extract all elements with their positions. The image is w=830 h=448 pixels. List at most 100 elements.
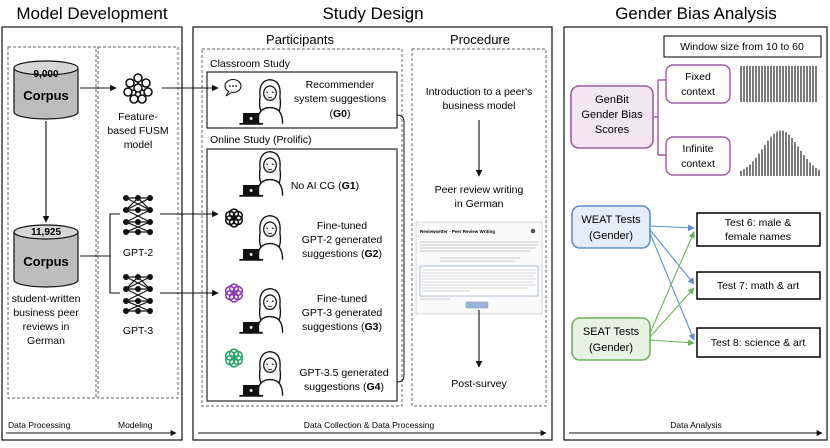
svg-text:Peer review writing: Peer review writing — [435, 184, 524, 196]
g4-label: GPT-3.5 generated suggestions (G4) — [299, 367, 388, 393]
openai-logo-purple-icon — [224, 283, 244, 303]
svg-text:German: German — [27, 335, 65, 347]
g0-code: G0 — [333, 108, 347, 120]
seat-tests-label: SEAT Tests (Gender) — [583, 326, 640, 354]
openai-logo-green-icon — [224, 348, 244, 368]
g1-label: No AI CG (G1) — [291, 180, 359, 192]
fixed-context-box — [665, 64, 731, 104]
svg-text:Fine-tuned: Fine-tuned — [317, 220, 367, 232]
g3-code: G3 — [364, 321, 378, 333]
svg-text:Test 6: male &: Test 6: male & — [725, 217, 792, 229]
svg-text:WEAT Tests: WEAT Tests — [581, 214, 641, 226]
test7-label: Test 7: math & art — [717, 280, 799, 292]
svg-text:(G0): (G0) — [329, 108, 350, 120]
svg-text:GPT-3.5 generated: GPT-3.5 generated — [299, 367, 388, 379]
g4-code: G4 — [366, 381, 380, 393]
gpt3-label: GPT-3 — [123, 325, 154, 337]
gpt2-network-icon — [122, 194, 154, 236]
data-processing-zone — [7, 46, 97, 399]
section-title-study-design: Study Design — [322, 4, 423, 23]
online-study-box — [206, 148, 398, 402]
participants-zone — [201, 48, 403, 407]
section-title-model-development: Model Development — [16, 4, 167, 23]
svg-text:Gender Bias: Gender Bias — [581, 109, 643, 121]
person-at-laptop-icon — [238, 350, 284, 397]
genbit-label: GenBit Gender Bias Scores — [581, 94, 643, 136]
svg-text:Feature-: Feature- — [118, 111, 158, 123]
svg-text:suggestions (G3): suggestions (G3) — [302, 321, 382, 333]
gender-bias-panel — [563, 26, 828, 441]
arrow-corpus-to-gpt-models — [80, 213, 120, 294]
svg-text:in German: in German — [454, 198, 503, 210]
g1-code: G1 — [342, 180, 356, 192]
svg-text:suggestions (G4): suggestions (G4) — [304, 381, 384, 393]
fixed-context-window-bars — [740, 66, 817, 102]
svg-text:reviews in: reviews in — [23, 321, 70, 333]
procedure-review-writing: Peer review writing in German — [435, 184, 524, 210]
weat-tests-label: WEAT Tests (Gender) — [581, 214, 641, 242]
infinite-context-window-bars — [740, 130, 820, 176]
corpus-11925-label: Corpus — [23, 254, 69, 269]
svg-text:based FUSM: based FUSM — [107, 125, 168, 137]
review-interface-thumbnail: Reviewsetter - Peer Review Writing — [415, 221, 543, 315]
test6-box — [696, 212, 821, 247]
svg-text:(Gender): (Gender) — [589, 230, 633, 242]
gpt2-label: GPT-2 — [123, 247, 154, 259]
weat-connector-arrows — [649, 224, 695, 341]
brain-network-icon — [123, 73, 153, 104]
online-study-title: Online Study (Prolific) — [210, 134, 312, 146]
fixed-context-label: Fixed context — [681, 71, 715, 98]
svg-text:Introduction to a peer's: Introduction to a peer's — [426, 86, 533, 98]
window-size-label: Window size from 10 to 60 — [680, 41, 804, 53]
participants-header: Participants — [266, 32, 334, 47]
svg-text:GPT-3 generated: GPT-3 generated — [302, 307, 383, 319]
procedure-header: Procedure — [450, 32, 510, 47]
procedure-intro: Introduction to a peer's business model — [426, 86, 533, 112]
fusm-label: Feature- based FUSM model — [107, 111, 168, 151]
classroom-study-title: Classroom Study — [210, 58, 291, 70]
procedure-post-survey: Post-survey — [451, 378, 507, 390]
svg-text:SEAT Tests: SEAT Tests — [583, 326, 640, 338]
bracket-classroom-to-procedure — [396, 114, 405, 230]
svg-text:GPT-2 generated: GPT-2 generated — [302, 234, 383, 246]
footer-data-processing: Data Processing — [8, 420, 71, 430]
seat-connector-arrows — [649, 231, 695, 346]
svg-text:business peer: business peer — [13, 307, 79, 319]
footer-data-analysis: Data Analysis — [670, 420, 722, 430]
corpus-9000-cylinder: 9,000 Corpus — [13, 60, 79, 120]
svg-text:female names: female names — [725, 231, 791, 243]
svg-text:suggestions (G2): suggestions (G2) — [302, 248, 382, 260]
infinite-context-label: Infinite context — [681, 143, 715, 170]
gpt3-network-icon — [122, 273, 154, 315]
modeling-zone — [97, 46, 179, 399]
test6-label: Test 6: male & female names — [725, 217, 792, 243]
corpus-description: student-written business peer reviews in… — [12, 293, 81, 347]
corpus-9000-label: Corpus — [23, 88, 69, 103]
svg-text:context: context — [681, 158, 715, 170]
classroom-study-box — [206, 71, 398, 129]
g0-label: Recommender system suggestions (G0) — [294, 79, 386, 120]
svg-text:Infinite: Infinite — [683, 143, 714, 155]
weat-tests-box — [571, 205, 651, 249]
corpus-11925-count: 11,925 — [31, 227, 61, 238]
test7-box — [696, 271, 821, 300]
corpus-11925-cylinder: 11,925 Corpus — [13, 224, 79, 288]
infinite-context-box — [665, 136, 731, 176]
g2-code: G2 — [364, 248, 378, 260]
svg-text:context: context — [681, 86, 715, 98]
svg-text:GenBit: GenBit — [595, 94, 629, 106]
svg-text:system suggestions: system suggestions — [294, 93, 386, 105]
svg-text:business model: business model — [443, 100, 516, 112]
person-at-laptop-icon — [238, 214, 284, 261]
g3-label: Fine-tuned GPT-3 generated suggestions (… — [302, 293, 383, 333]
study-design-panel — [192, 26, 553, 441]
person-at-laptop-icon — [238, 287, 284, 334]
footer-data-collection: Data Collection & Data Processing — [304, 420, 435, 430]
genbit-bracket — [653, 80, 659, 155]
openai-logo-icon — [224, 208, 244, 228]
person-at-laptop-icon — [238, 150, 284, 197]
test8-label: Test 8: science & art — [711, 337, 806, 349]
svg-text:model: model — [124, 139, 153, 151]
window-size-box — [663, 35, 822, 58]
